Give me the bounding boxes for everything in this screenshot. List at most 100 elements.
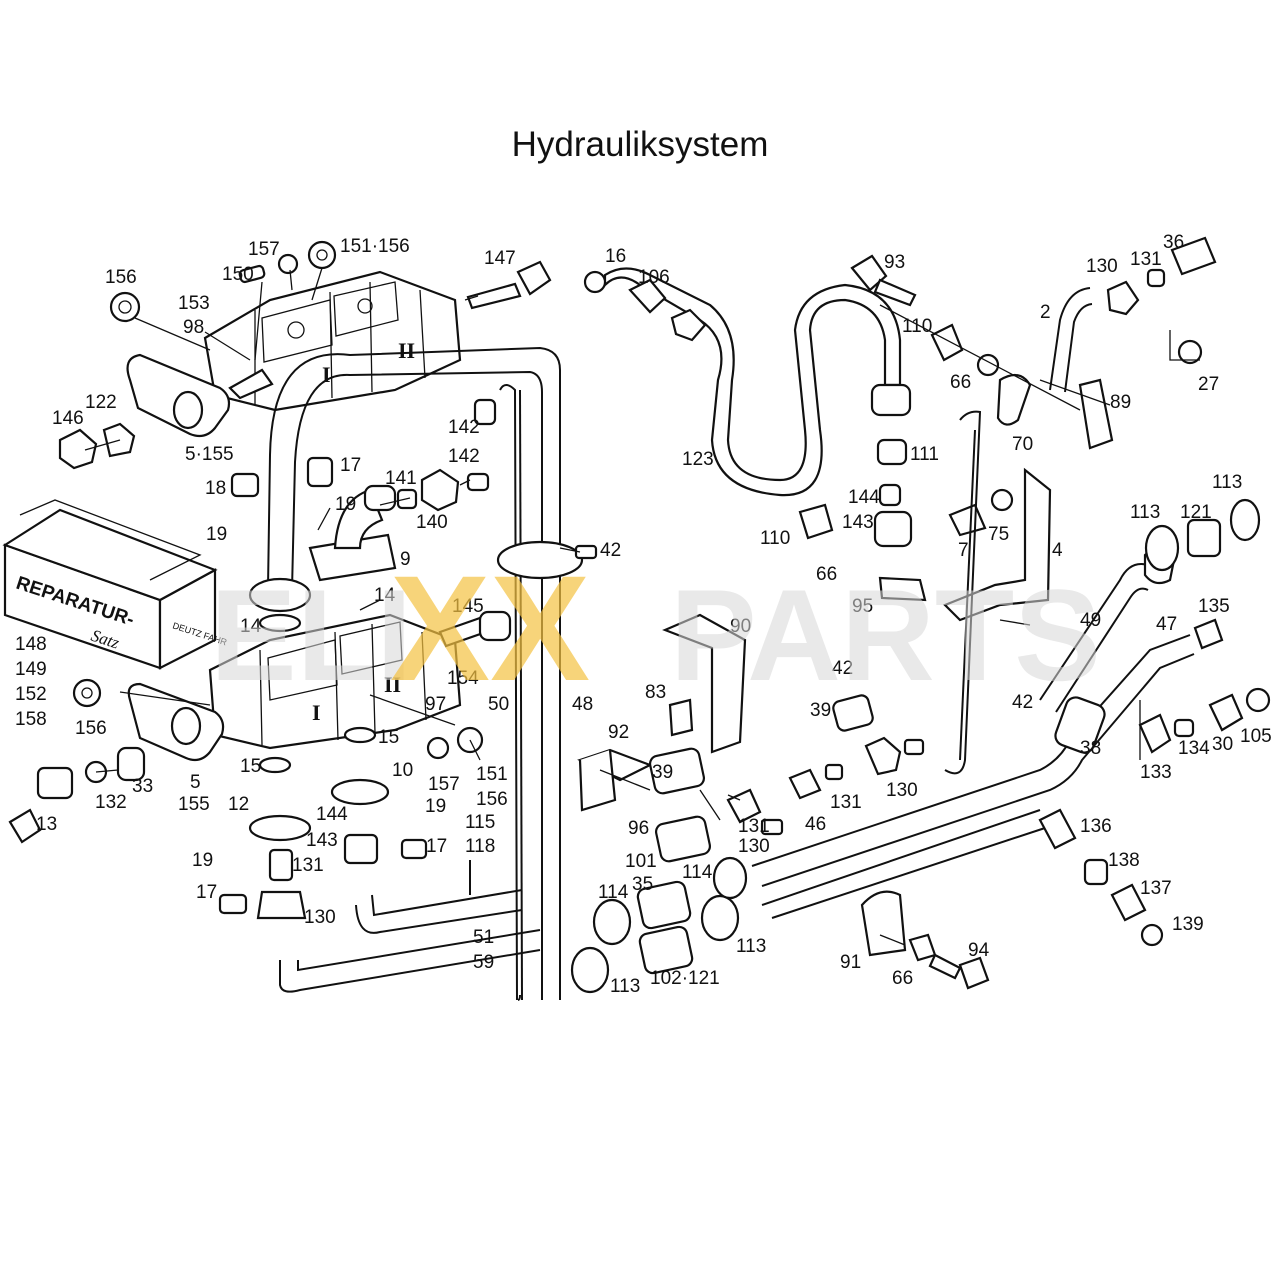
part-label-113: 113	[610, 976, 640, 997]
part-label-33: 33	[132, 776, 153, 797]
part-label-133: 133	[1140, 762, 1172, 783]
part-label-105: 105	[1240, 726, 1272, 747]
part-label-146: 146	[52, 408, 84, 429]
part-label-75: 75	[988, 524, 1009, 545]
hose-clamps	[570, 613, 925, 994]
part-label-157: 157	[428, 774, 460, 795]
part-label-137: 137	[1140, 878, 1172, 899]
part-label-122: 122	[85, 392, 117, 413]
part-label-49: 49	[1080, 610, 1101, 631]
part-label-150: 150	[222, 264, 254, 285]
part-label-114: 114	[682, 862, 713, 883]
part-label-19: 19	[206, 524, 227, 545]
part-label-143: 143	[842, 512, 874, 533]
part-label-121: 121	[1180, 502, 1212, 523]
part-label-114: 114	[598, 882, 629, 903]
part-label-89: 89	[1110, 392, 1131, 413]
lower-pump: I II	[208, 613, 462, 750]
part-label-135: 135	[1198, 596, 1230, 617]
part-label-152: 152	[15, 684, 47, 705]
part-label-151-156: 151·156	[340, 236, 410, 257]
part-label-151: 151	[476, 764, 508, 785]
part-label-155: 155	[178, 794, 210, 815]
part-label-83: 83	[645, 682, 666, 703]
part-label-134: 134	[1178, 738, 1210, 759]
part-label-48: 48	[572, 694, 593, 715]
part-label-110: 110	[902, 316, 932, 337]
part-label-143: 143	[306, 830, 338, 851]
part-label-140: 140	[416, 512, 448, 533]
part-label-66: 66	[950, 372, 971, 393]
part-label-156: 156	[476, 789, 508, 810]
bracket-89	[1078, 378, 1114, 450]
part-label-15: 15	[378, 727, 399, 748]
part-label-19: 19	[335, 494, 356, 515]
part-label-131: 131	[1130, 249, 1162, 270]
part-label-70: 70	[1012, 434, 1033, 455]
part-label-93: 93	[884, 252, 905, 273]
part-label-15: 15	[240, 756, 261, 777]
part-label-98: 98	[183, 317, 204, 338]
part-label-17: 17	[196, 882, 217, 903]
part-label-14: 14	[374, 585, 396, 606]
part-label-123: 123	[682, 449, 714, 470]
part-label-153: 153	[178, 293, 210, 314]
part-label-42: 42	[832, 658, 853, 679]
part-labels: 156 153 98 157 150 151·156 14 7 122 146 5…	[15, 232, 1272, 997]
part-label-156: 156	[105, 267, 137, 288]
bracket-4	[943, 467, 1052, 622]
part-label-130: 130	[738, 836, 770, 857]
part-label-157: 157	[248, 239, 280, 260]
part-label-90: 90	[730, 616, 751, 637]
part-label-102-121: 102·121	[650, 968, 720, 989]
part-label-130: 130	[1086, 256, 1118, 277]
part-label-16: 16	[605, 246, 626, 267]
part-label-10: 10	[392, 760, 413, 781]
part-label-142: 142	[448, 417, 480, 438]
part-label-42: 42	[1012, 692, 1033, 713]
part-label-131: 131	[738, 816, 770, 837]
part-label-96: 96	[628, 818, 649, 839]
part-label-106: 106	[638, 267, 670, 288]
part-label-19: 19	[192, 850, 213, 871]
part-label-18: 18	[205, 478, 226, 499]
pump-mark-ii: II	[398, 338, 415, 363]
part-label-17: 17	[340, 455, 361, 476]
part-label-97: 97	[425, 694, 446, 715]
lower-small-parts	[8, 610, 512, 920]
part-label-46: 46	[805, 814, 826, 835]
part-label-91: 91	[840, 952, 861, 973]
part-label-145: 145	[452, 596, 484, 617]
part-label-113: 113	[1130, 502, 1160, 523]
repair-kit-box: REPARATUR- Satz DEUTZ FAHR	[2, 499, 229, 670]
part-label-136: 136	[1080, 816, 1112, 837]
part-label-35: 35	[632, 874, 653, 895]
part-label-101: 101	[625, 851, 657, 872]
part-label-42: 42	[600, 540, 621, 561]
part-label-7: 7	[958, 540, 969, 561]
leader-lines	[84, 267, 1200, 946]
part-label-39: 39	[810, 700, 831, 721]
part-label-144: 144	[848, 487, 880, 508]
top-right-fittings	[583, 236, 1271, 990]
part-label-113: 113	[1212, 472, 1242, 493]
part-label-30: 30	[1212, 734, 1233, 755]
part-label-5: 5	[190, 772, 201, 793]
part-label-148: 148	[15, 634, 47, 655]
part-label-39: 39	[652, 762, 673, 783]
part-label-156: 156	[75, 718, 107, 739]
part-label-115: 115	[465, 812, 495, 833]
part-label-19: 19	[425, 796, 446, 817]
part-label-131: 131	[830, 792, 862, 813]
part-label-131: 131	[292, 855, 324, 876]
part-label-138: 138	[1108, 850, 1140, 871]
page-title: Hydrauliksystem	[511, 125, 769, 164]
part-label-118: 118	[465, 836, 495, 857]
part-label-92: 92	[608, 722, 629, 743]
part-label-139: 139	[1172, 914, 1204, 935]
part-label-158: 158	[15, 709, 47, 730]
part-label-149: 149	[15, 659, 47, 680]
pipe-clamp-91	[860, 890, 907, 957]
part-label-50: 50	[488, 694, 509, 715]
